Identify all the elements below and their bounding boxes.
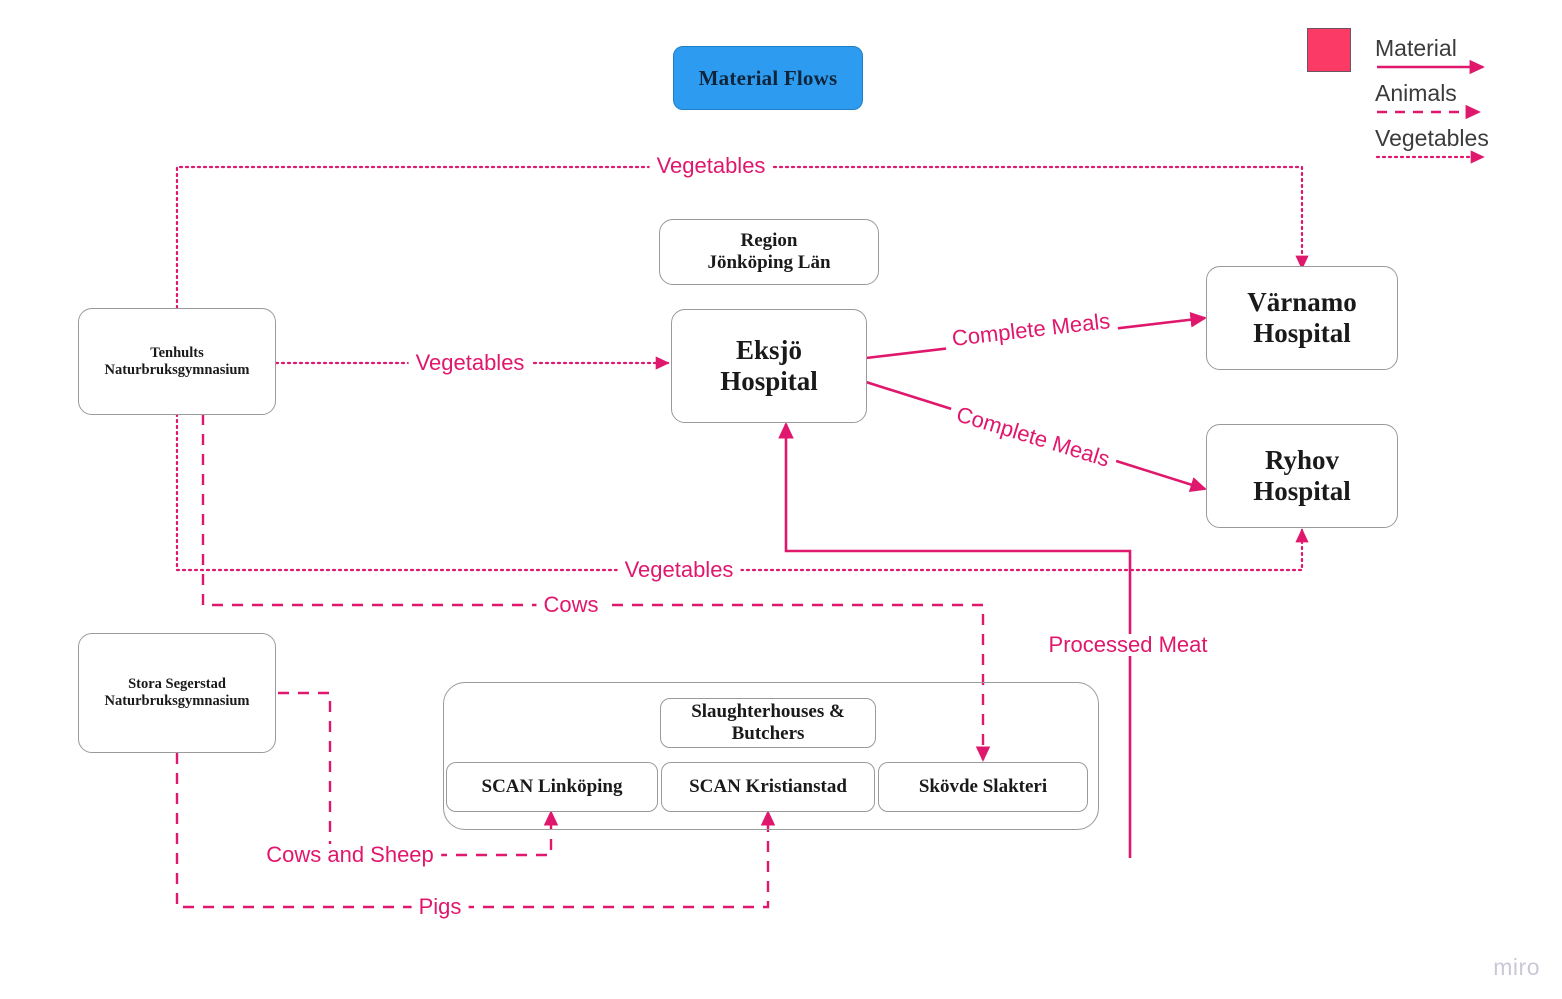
region-line-2: Jönköping Län — [707, 252, 831, 273]
varnamo-line-2: Hospital — [1253, 318, 1351, 348]
node-scan-linkoping[interactable]: SCAN Linköping — [446, 762, 658, 812]
legend-line-animals-icon — [1377, 104, 1481, 120]
title-label: Material Flows — [698, 65, 838, 90]
legend-item-material: Material — [1375, 36, 1535, 79]
node-tenhults[interactable]: Tenhults Naturbruksgymnasium — [78, 308, 276, 415]
edge-label-pigs: Pigs — [411, 896, 469, 918]
slaughterhouses-line-2: Butchers — [731, 723, 805, 744]
ryhov-line-2: Hospital — [1253, 476, 1351, 506]
ryhov-line-1: Ryhov — [1264, 444, 1340, 475]
tenhults-line-2: Naturbruksgymnasium — [104, 361, 250, 378]
legend: Material Animals Vegetables — [1307, 28, 1537, 168]
edge-label-processed-meat: Processed Meat — [1041, 634, 1215, 656]
edge-label-cows-and-sheep: Cows and Sheep — [259, 844, 441, 866]
legend-line-vegetables-icon — [1375, 150, 1485, 164]
eksjo-line-2: Hospital — [720, 366, 818, 396]
group-slaughterhouses[interactable] — [443, 682, 1099, 830]
legend-label-vegetables: Vegetables — [1375, 125, 1489, 151]
legend-label-material: Material — [1375, 35, 1457, 61]
node-scan-kristianstad[interactable]: SCAN Kristianstad — [661, 762, 875, 812]
legend-line-material-icon — [1377, 59, 1485, 75]
varnamo-line-1: Värnamo — [1247, 286, 1357, 317]
legend-item-animals: Animals — [1375, 81, 1535, 124]
node-ryhov-hospital[interactable]: Ryhov Hospital — [1206, 424, 1398, 528]
node-skovde-slakteri[interactable]: Skövde Slakteri — [878, 762, 1088, 812]
edge-label-vegetables-top: Vegetables — [649, 155, 773, 177]
edge-vegetables-tenhults-ryhov — [175, 412, 1309, 572]
stora-line-1: Stora Segerstad — [128, 676, 226, 693]
node-eksjo-hospital[interactable]: Eksjö Hospital — [671, 309, 867, 423]
miro-watermark: miro — [1493, 954, 1540, 980]
edge-label-complete-meals-ryhov: Complete Meals — [947, 401, 1119, 473]
scan-kristianstad-label: SCAN Kristianstad — [689, 775, 847, 797]
edge-label-vegetables-direct: Vegetables — [408, 352, 532, 374]
node-slaughterhouses-butchers[interactable]: Slaughterhouses & Butchers — [660, 698, 876, 748]
edge-label-complete-meals-varnamo: Complete Meals — [943, 308, 1119, 351]
skovde-slakteri-label: Skövde Slakteri — [918, 775, 1048, 797]
node-material-flows-title[interactable]: Material Flows — [673, 46, 863, 110]
node-region-jonkoping-lan[interactable]: Region Jönköping Län — [659, 219, 879, 285]
node-stora-segerstad[interactable]: Stora Segerstad Naturbruksgymnasium — [78, 633, 276, 753]
region-line-1: Region — [740, 229, 798, 251]
eksjo-line-1: Eksjö — [735, 334, 803, 365]
edge-label-vegetables-bottom: Vegetables — [617, 559, 741, 581]
slaughterhouses-line-1: Slaughterhouses & — [691, 700, 845, 722]
legend-label-animals: Animals — [1375, 80, 1457, 106]
edge-label-cows: Cows — [536, 594, 606, 616]
stora-line-2: Naturbruksgymnasium — [104, 693, 250, 709]
legend-color-swatch — [1307, 28, 1351, 72]
legend-item-vegetables: Vegetables — [1375, 126, 1535, 169]
scan-linkoping-label: SCAN Linköping — [481, 775, 623, 797]
node-varnamo-hospital[interactable]: Värnamo Hospital — [1206, 266, 1398, 370]
tenhults-line-1: Tenhults — [150, 344, 204, 361]
